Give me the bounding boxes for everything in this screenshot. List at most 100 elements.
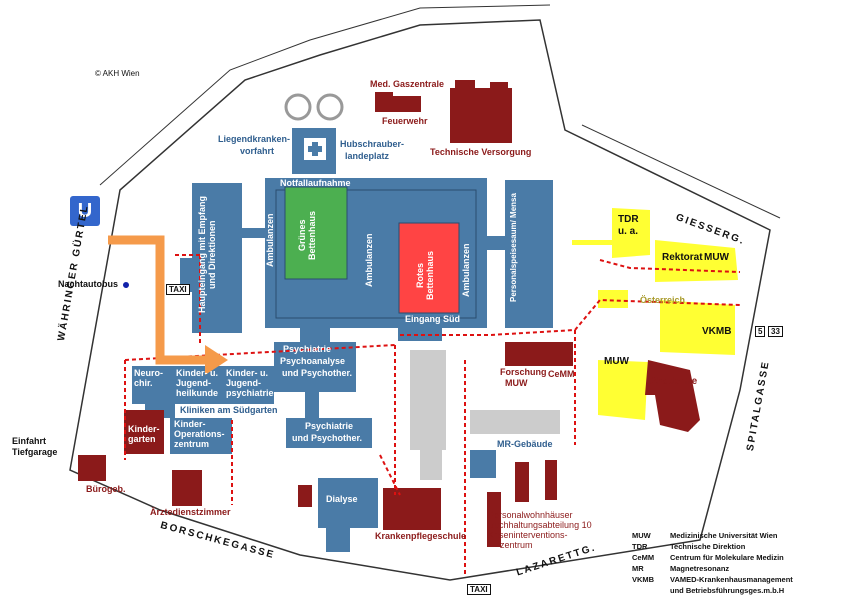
label-mensa: Personalspeisesaum/ Mensa	[509, 193, 518, 303]
building-buerogeb	[78, 455, 106, 481]
building-aerztedienstzimmer	[172, 470, 202, 506]
building-forschung	[505, 342, 573, 366]
bus-line-33: 33	[768, 326, 783, 337]
label-hubschrauber: Hubschrauber-	[340, 139, 405, 149]
legend-abbr: MR	[632, 564, 644, 573]
building-rotes-bettenhaus	[398, 222, 460, 314]
label-oesterreich: Österreich	[640, 295, 686, 305]
label-gruenes-bettenhaus: Grünes Bettenhaus	[297, 210, 317, 260]
building-personalwohnhaeuser	[487, 492, 501, 547]
legend-row: und Betriebsführungsges.m.b.H	[632, 585, 793, 596]
legend-row: VKMB VAMED-Krankenhausmanagement	[632, 574, 793, 585]
label-kindergarten: Kinder- garten	[128, 424, 160, 444]
label-rektorat: Rektorat	[662, 252, 703, 263]
label-haupteingang: Haupteingang mit Empfang und Direktionen	[197, 196, 217, 314]
building-kinder-jugendheilkunde	[172, 366, 222, 404]
label-feuerwehr: Feuerwehr	[382, 116, 428, 126]
building-technische-versorgung	[450, 88, 512, 143]
label-und-psychother: und Psychother.	[282, 368, 353, 378]
legend-row: TDR Technische Direktion	[632, 541, 793, 552]
building-muw-yellow	[598, 360, 648, 420]
label-muw-forschung: MUW	[505, 378, 528, 388]
label-liegendkranken: Liegendkranken-	[218, 134, 291, 144]
legend-text: Technische Direktion	[670, 542, 746, 551]
label-vkmb: VKMB	[702, 326, 732, 337]
label-aerztedienstzimmer: Ärztedienstzimmer	[150, 507, 231, 517]
building-kinder-jugendpsychiatrie	[222, 366, 274, 404]
label-krisen: Kriseninterventions-	[488, 530, 568, 540]
bus-line-5: 5	[755, 326, 766, 337]
label-dialyse: Dialyse	[326, 494, 358, 504]
label-akademie: Akademie	[650, 376, 698, 387]
label-ambulanzen-1: Ambulanzen	[265, 213, 275, 267]
building-krankenpflegeschule	[383, 488, 441, 530]
route-lines	[124, 254, 741, 575]
route-arrow-head	[205, 345, 228, 375]
heliport-ring-left	[284, 93, 312, 121]
legend-abbr	[632, 585, 670, 596]
label-ambulanzen-3: Ambulanzen	[461, 243, 471, 297]
label-muw-yellow: MUW	[604, 356, 629, 367]
outer-road-line	[99, 4, 551, 186]
copyright: © AKH Wien	[95, 69, 140, 78]
label-kinder-jugendpsychiatrie: Kinder- u. Jugend- psychiatrie	[226, 368, 274, 398]
legend-abbr: CeMM	[632, 553, 655, 562]
building-gaszentrale	[375, 92, 393, 112]
taxi-stand-north: TAXI	[166, 284, 190, 295]
ubahn-icon: U	[70, 196, 100, 226]
building-neurochir	[132, 366, 172, 404]
label-und-psychother-2: und Psychother.	[292, 433, 363, 443]
building-vkmb	[660, 300, 735, 355]
label-forschung: Forschung	[500, 367, 547, 377]
label-personalwohnhaeuser: Personalwohnhäuser	[488, 510, 573, 520]
label-neurochir: Neuro- chir.	[134, 368, 163, 388]
label-nachtautobus: Nachtautobus	[58, 279, 119, 289]
label-muw-rektorat: MUW	[704, 252, 729, 263]
label-mr-gebaeude: MR-Gebäude	[497, 439, 553, 449]
label-krankenpflegeschule: Krankenpflegeschule	[375, 531, 467, 541]
label-tdr: TDR	[618, 214, 639, 225]
label-notfallaufnahme: Notfallaufnahme	[280, 178, 351, 188]
label-psychiatrie: Psychiatrie	[283, 344, 332, 354]
label-einfahrt: Einfahrt	[12, 436, 47, 446]
building-kindergarten	[124, 410, 164, 454]
heliport-ring-right	[316, 93, 344, 121]
bus-stop-dot	[123, 282, 129, 288]
label-buerogeb: Bürogeb.	[86, 484, 126, 494]
route-arrow	[108, 235, 205, 365]
label-ambulanzen-2: Ambulanzen	[364, 233, 374, 287]
label-psychoanalyse: Psychoanalyse	[280, 356, 346, 366]
label-zentrum: zentrum	[500, 540, 533, 550]
label-ua: u. a.	[618, 226, 639, 237]
building-gruenes-bettenhaus	[284, 186, 348, 280]
label-rotes-bettenhaus: Rotes Bettenhaus	[415, 250, 435, 300]
building-gray	[410, 350, 446, 450]
building-akademie	[645, 360, 700, 432]
building-rektorat	[655, 240, 738, 282]
label-kliniken-suedgarten: Kliniken am Südgarten	[180, 405, 278, 415]
label-eingang-sued: Eingang Süd	[405, 314, 460, 324]
taxi-stand-south: TAXI	[467, 584, 491, 595]
label-kinder-op: Kinder- Operations- zentrum	[174, 419, 225, 449]
label-tiefgarage: Tiefgarage	[12, 447, 58, 457]
building-dialyse	[318, 478, 378, 528]
building-kinder-op	[170, 418, 232, 454]
legend-abbr: MUW	[632, 531, 651, 540]
legend-text: VAMED-Krankenhausmanagement	[670, 575, 793, 584]
label-gaszentrale: Med. Gaszentrale	[370, 79, 445, 89]
label-landeplatz: landeplatz	[345, 151, 390, 161]
label-buchhaltung: Buchhaltungsabteilung 10	[488, 520, 592, 530]
label-technische-versorgung: Technische Versorgung	[430, 147, 532, 157]
label-kinder-jugendheilkunde: Kinder- u. Jugend- heilkunde	[176, 368, 219, 398]
legend-text: und Betriebsführungsges.m.b.H	[670, 586, 785, 595]
building-oesterreich	[598, 290, 628, 308]
legend-abbr: TDR	[632, 542, 648, 551]
legend-abbr: VKMB	[632, 575, 655, 584]
building-tdr	[612, 208, 650, 258]
